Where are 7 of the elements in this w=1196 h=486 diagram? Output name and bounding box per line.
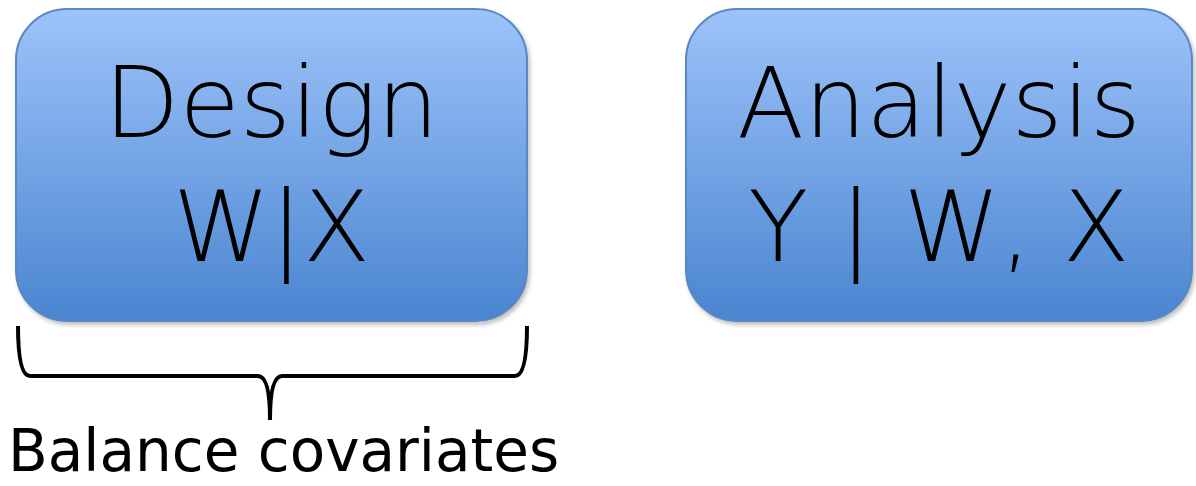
rounded-box — [685, 8, 1193, 322]
rounded-box — [15, 8, 528, 322]
box-title: Design — [104, 45, 439, 162]
formula-text: Y | W, X — [748, 169, 1130, 286]
formula-text: W|X — [172, 169, 371, 286]
bracket-label: Balance covariates — [8, 418, 560, 484]
box-title: Analysis — [737, 45, 1141, 162]
